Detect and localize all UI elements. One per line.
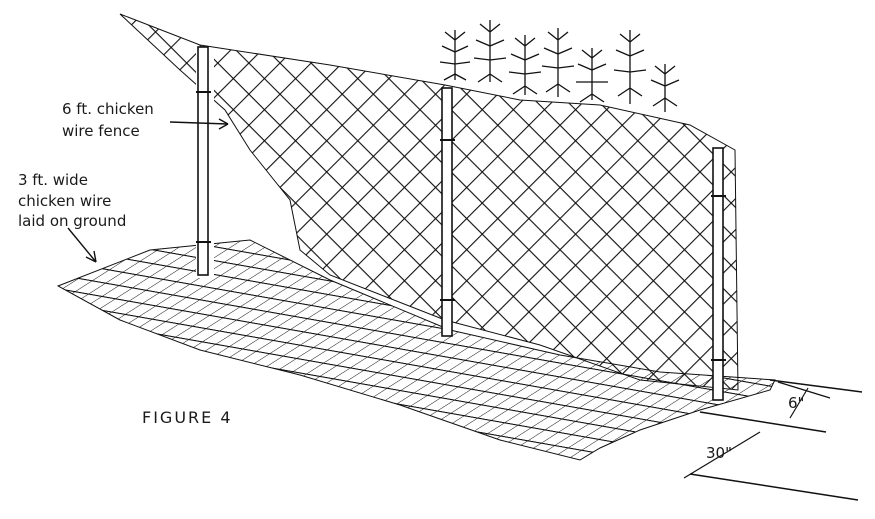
ground-label-line-1: 3 ft. wide: [18, 171, 88, 189]
fence-post-right: [711, 147, 726, 401]
dimension-6-inch: 6": [788, 394, 804, 412]
fence-label-arrow: [169, 118, 229, 130]
ground-label-line-2: chicken wire: [18, 192, 111, 210]
fence-label-line-1: 6 ft. chicken: [62, 100, 154, 118]
fence-post-left: [196, 46, 211, 276]
dimension-30-inch: 30": [706, 444, 732, 462]
ground-label-line-3: laid on ground: [18, 212, 126, 230]
fence-wire-mesh: [119, 13, 739, 391]
corn-plants: [439, 20, 680, 112]
fence-label-line-2: wire fence: [62, 122, 140, 140]
ground-label: 3 ft. wide chicken wire laid on ground: [18, 171, 126, 230]
fence-label: 6 ft. chicken wire fence: [62, 100, 159, 140]
ground-label-arrow: [67, 227, 97, 263]
fence-post-middle: [440, 87, 455, 337]
figure-caption: FIGURE 4: [142, 408, 233, 427]
ground-wire-mesh: [56, 239, 776, 461]
dimension-lines: [683, 379, 863, 501]
